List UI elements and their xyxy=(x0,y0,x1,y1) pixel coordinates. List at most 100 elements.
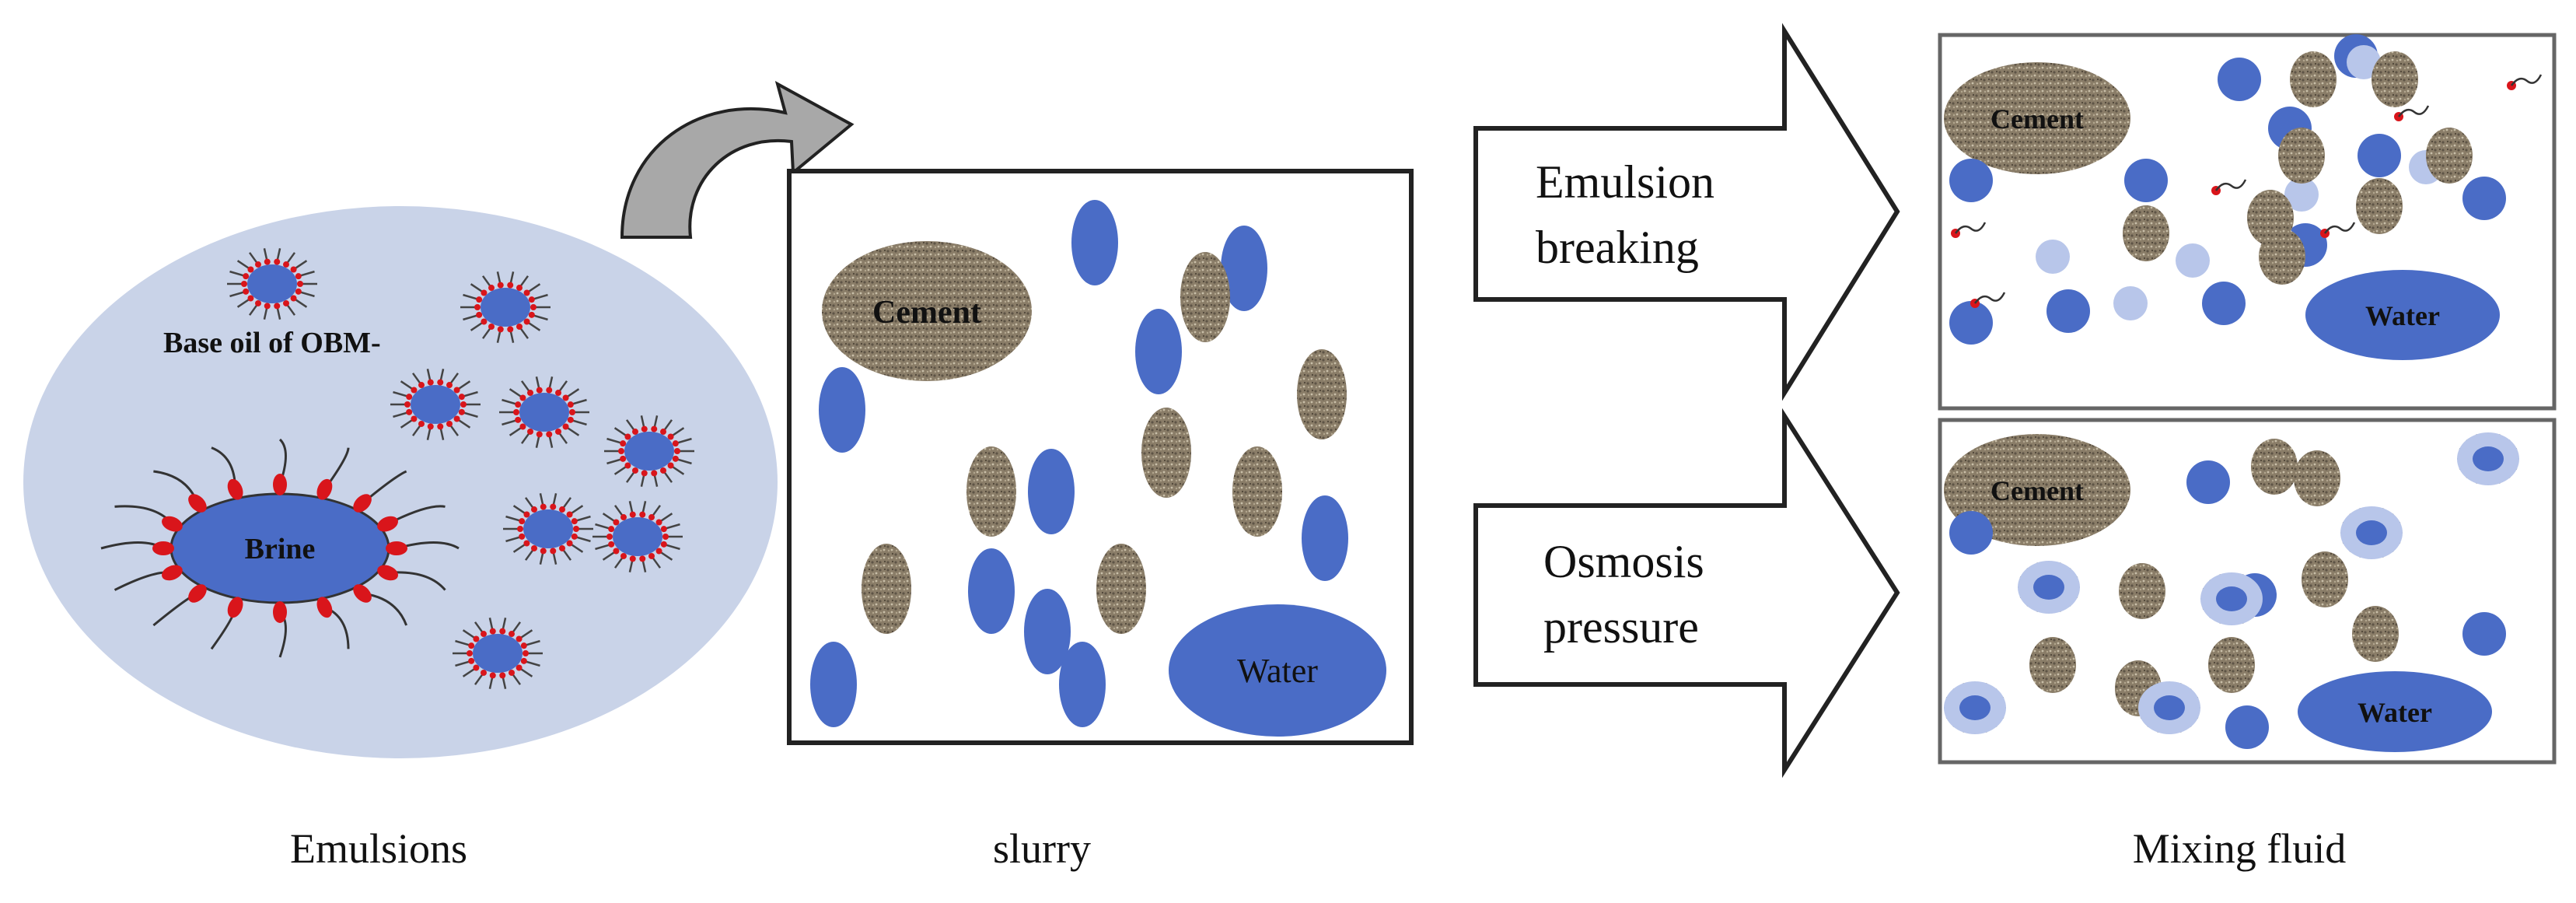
micelle-droplet xyxy=(2457,432,2519,485)
surfactant-droplets xyxy=(227,248,694,689)
surfactant-head xyxy=(162,565,183,581)
brine-label: Brine xyxy=(245,533,316,565)
slurry-cement-label: Cement xyxy=(872,295,981,331)
osmosis-pressure-label: Osmosis pressure xyxy=(1543,529,1704,660)
emulsions-caption: Emulsions xyxy=(289,825,468,872)
surfactant-head xyxy=(377,516,398,532)
micelle-droplet xyxy=(2200,572,2263,625)
mixing-bottom-water-label: Water xyxy=(2358,697,2432,728)
water-droplet xyxy=(1024,589,1071,674)
free-surfactant-tail xyxy=(2510,74,2543,86)
micelle-droplet xyxy=(227,248,317,320)
cement-particle xyxy=(2259,229,2305,285)
cement-particle xyxy=(1141,408,1191,498)
free-surfactant-tail xyxy=(1954,222,1987,234)
cement-particle xyxy=(2356,178,2403,234)
micelle-droplet xyxy=(460,271,551,343)
mixing-panel-bottom: Cement Water xyxy=(1938,418,2557,765)
diluted-droplet xyxy=(2113,286,2148,320)
surfactant-head xyxy=(162,516,183,532)
free-surfactant-tail xyxy=(2323,222,2356,234)
slurry-water xyxy=(1169,604,1386,737)
base-oil-label: Base oil of OBM- xyxy=(163,327,381,359)
surfactant-head xyxy=(316,478,333,500)
base-oil-ellipse xyxy=(23,206,778,758)
water-droplet xyxy=(1221,226,1267,311)
water-droplet xyxy=(2462,177,2506,220)
free-surfactant-tail xyxy=(2214,179,2247,191)
water-droplet xyxy=(1135,309,1182,394)
cement-particle xyxy=(2278,128,2325,184)
surfactant-head xyxy=(386,541,407,555)
water-droplet xyxy=(2202,282,2246,325)
water-droplet xyxy=(2225,705,2269,749)
mixing-top-water-label: Water xyxy=(2365,300,2440,331)
emulsion-breaking-arrow xyxy=(1473,23,1900,401)
diluted-droplet xyxy=(2347,45,2381,79)
cement-particle xyxy=(2251,439,2298,495)
emulsion-panel: Brine Base oil of OBM- xyxy=(23,206,778,758)
water-droplet xyxy=(1949,159,1993,202)
micelle-droplet xyxy=(592,501,683,572)
surfactant-head xyxy=(227,478,243,500)
water-droplet xyxy=(1028,449,1075,534)
water-droplet xyxy=(2046,289,2090,333)
micelle-droplet xyxy=(503,493,593,565)
cement-particle xyxy=(2302,551,2348,607)
diluted-droplet xyxy=(2284,177,2319,212)
micelle-droplet xyxy=(390,369,481,440)
cement-particle xyxy=(1096,544,1146,634)
surfactant-head xyxy=(316,597,333,618)
water-droplet xyxy=(2358,134,2401,177)
water-droplet xyxy=(1949,301,1993,345)
water-droplet xyxy=(2462,612,2506,656)
emulsion-breaking-label: Emulsion breaking xyxy=(1536,149,1714,280)
water-droplet xyxy=(2124,159,2168,202)
cement-particle xyxy=(2294,450,2340,506)
mixing-top-cement-label: Cement xyxy=(1991,103,2084,135)
surfactant-head xyxy=(227,597,243,618)
mixing-bottom-cement xyxy=(1944,434,2130,546)
diluted-droplet xyxy=(2036,240,2070,274)
mixing-top-cement xyxy=(1944,62,2130,174)
free-surfactant-tail xyxy=(2397,105,2430,117)
cement-particle xyxy=(1232,446,1282,537)
surfactant-head xyxy=(188,584,207,603)
water-droplet xyxy=(819,367,865,453)
cement-particle xyxy=(1180,252,1230,342)
osmosis-pressure-line2: pressure xyxy=(1543,601,1699,653)
surfactant-head xyxy=(188,494,207,513)
cement-particle xyxy=(862,544,911,634)
cement-particle xyxy=(2119,563,2165,619)
emulsion-breaking-line1: Emulsion xyxy=(1536,156,1715,208)
water-droplet xyxy=(1949,511,1993,555)
cement-particle xyxy=(2372,51,2418,107)
micelle-droplet xyxy=(1944,681,2006,734)
surfactant-head xyxy=(377,565,398,581)
cement-particle xyxy=(2029,637,2076,693)
mixing-bottom-particles xyxy=(1944,432,2519,749)
surfactant-head xyxy=(273,601,287,623)
cement-particle xyxy=(1297,349,1347,439)
mixing-bottom-cement-label: Cement xyxy=(1991,475,2084,506)
slurry-water-label: Water xyxy=(1237,652,1318,690)
micelle-droplet xyxy=(2018,561,2080,614)
osmosis-pressure-line1: Osmosis xyxy=(1543,536,1704,587)
surfactant-head xyxy=(152,541,174,555)
mixing-panel-top: Cement Water xyxy=(1938,33,2557,411)
water-droplet xyxy=(810,642,857,727)
cement-particle xyxy=(966,446,1016,537)
brine-droplet xyxy=(100,438,460,658)
water-droplet xyxy=(1302,495,1348,581)
surfactant-head xyxy=(353,584,372,603)
mixing-bottom-water xyxy=(2298,671,2492,752)
water-droplet xyxy=(968,548,1015,634)
micelle-droplet xyxy=(453,618,543,689)
slurry-panel: Cement Water xyxy=(787,169,1414,745)
micelle-droplet xyxy=(604,415,694,487)
cement-particle xyxy=(2426,128,2473,184)
water-droplet xyxy=(1059,642,1106,727)
surfactant-head xyxy=(273,474,287,495)
